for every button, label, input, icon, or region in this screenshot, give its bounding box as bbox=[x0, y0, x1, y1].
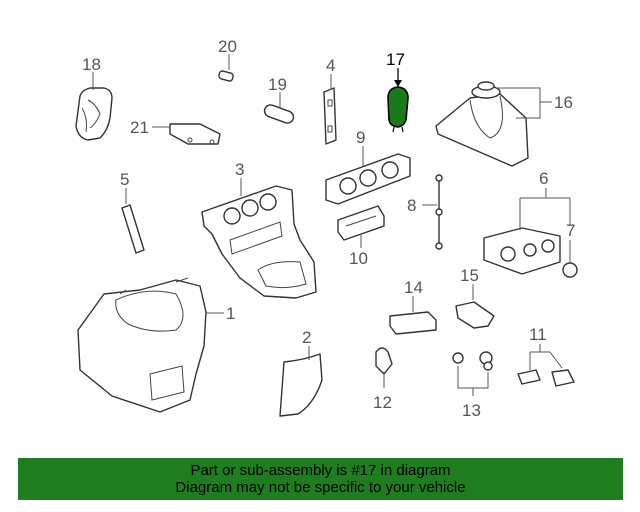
callout-10[interactable]: 10 bbox=[349, 249, 368, 268]
banner-line-1: Part or sub-assembly is #17 in diagram bbox=[190, 462, 451, 479]
callout-13[interactable]: 13 bbox=[462, 401, 481, 420]
part-15-connector bbox=[455, 301, 495, 329]
callout-3[interactable]: 3 bbox=[235, 160, 244, 179]
part-5-trim-rod bbox=[121, 204, 145, 254]
callout-9[interactable]: 9 bbox=[356, 128, 365, 147]
part-6-control-unit bbox=[483, 227, 561, 275]
part-10-switch-panel bbox=[337, 205, 385, 241]
callout-1[interactable]: 1 bbox=[226, 304, 235, 323]
part-3-console-bezel bbox=[201, 185, 317, 299]
part-2-side-trim bbox=[279, 353, 323, 417]
callout-5[interactable]: 5 bbox=[120, 170, 129, 189]
part-20-pin bbox=[218, 70, 234, 82]
callout-15[interactable]: 15 bbox=[460, 266, 479, 285]
callout-8[interactable]: 8 bbox=[407, 196, 416, 215]
info-banner: Part or sub-assembly is #17 in diagram D… bbox=[18, 458, 623, 500]
callout-6[interactable]: 6 bbox=[539, 169, 548, 188]
part-12-clip bbox=[375, 347, 393, 375]
part-16-shift-boot bbox=[435, 81, 529, 167]
part-1-console-body bbox=[77, 277, 207, 413]
part-13-fasteners bbox=[452, 351, 493, 371]
callout-16[interactable]: 16 bbox=[554, 93, 573, 112]
callout-4[interactable]: 4 bbox=[326, 56, 335, 75]
callout-21[interactable]: 21 bbox=[130, 118, 149, 137]
part-18-shift-knob bbox=[75, 87, 113, 141]
part-9-climate-panel bbox=[325, 153, 411, 205]
callout-18[interactable]: 18 bbox=[82, 55, 101, 74]
part-11-sockets bbox=[517, 369, 575, 387]
callout-2[interactable]: 2 bbox=[302, 328, 311, 347]
part-19-bulb bbox=[263, 104, 295, 124]
parts-diagram: 18 20 19 4 17 16 21 bbox=[75, 37, 578, 420]
part-4-bracket bbox=[323, 87, 337, 145]
part-17-highlighted[interactable] bbox=[387, 86, 409, 133]
callout-19[interactable]: 19 bbox=[268, 75, 287, 94]
callout-20[interactable]: 20 bbox=[218, 37, 237, 56]
callout-17[interactable]: 17 bbox=[386, 50, 405, 69]
banner-line-2: Diagram may not be specific to your vehi… bbox=[175, 479, 466, 496]
callout-11[interactable]: 11 bbox=[529, 325, 547, 344]
callout-14[interactable]: 14 bbox=[404, 278, 423, 297]
callout-12[interactable]: 12 bbox=[373, 393, 392, 412]
part-21-switch bbox=[169, 123, 221, 145]
part-8-cable bbox=[435, 174, 443, 250]
part-7-knob bbox=[562, 262, 578, 278]
callout-7[interactable]: 7 bbox=[566, 221, 575, 240]
part-14-pad bbox=[389, 311, 437, 335]
